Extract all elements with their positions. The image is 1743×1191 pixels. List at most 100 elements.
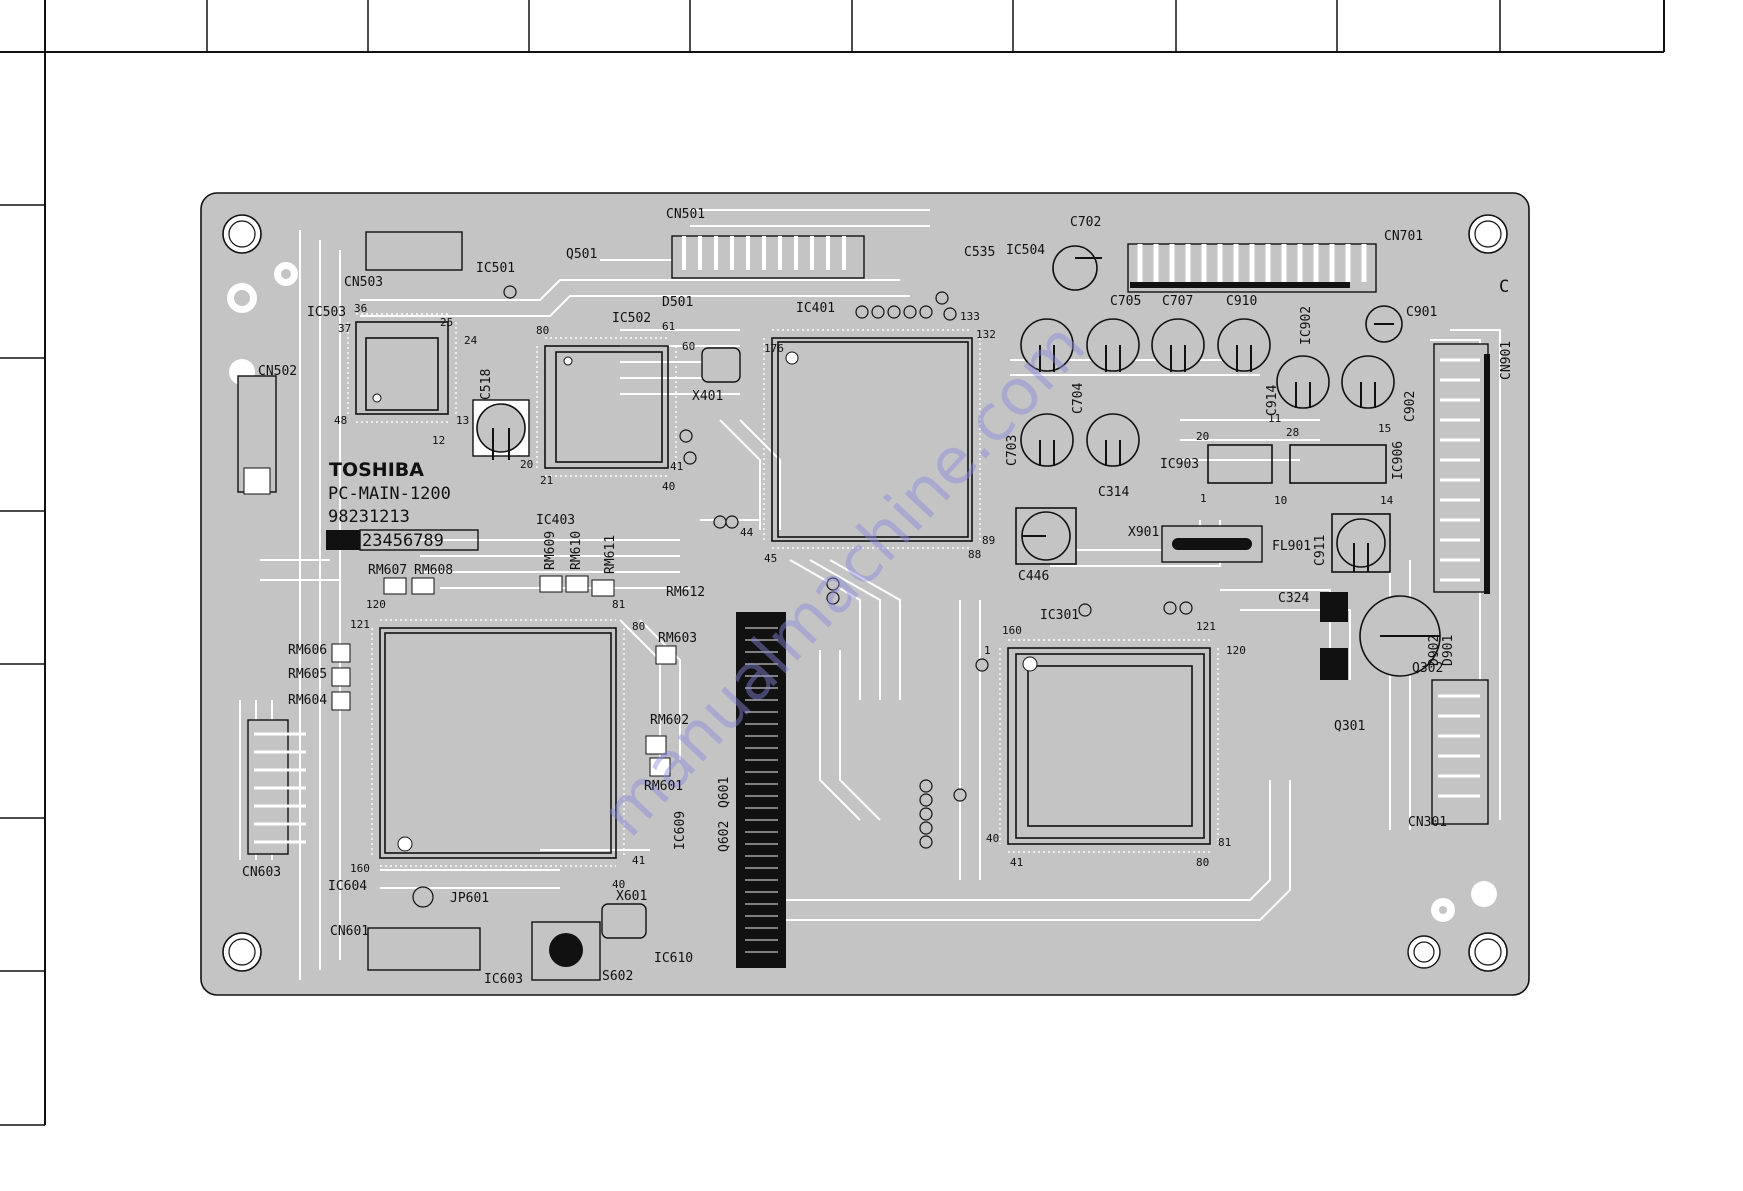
label-x901: X901 — [1128, 525, 1159, 540]
label-x401: X401 — [692, 389, 723, 404]
capacitor-c902 — [1341, 355, 1395, 409]
connectors — [237, 231, 1490, 971]
svg-text:176: 176 — [764, 342, 784, 355]
label-c705: C705 — [1110, 294, 1141, 309]
label-ic403: IC403 — [536, 513, 575, 528]
label-c703: C703 — [1005, 435, 1020, 466]
label-ic301: IC301 — [1040, 608, 1079, 623]
label-c702: C702 — [1070, 215, 1101, 230]
connector-cn301 — [1431, 679, 1489, 825]
label-c914: C914 — [1265, 385, 1280, 416]
drawing-frame — [0, 0, 1665, 1126]
label-c446: C446 — [1018, 569, 1049, 584]
svg-text:48: 48 — [334, 414, 347, 427]
svg-text:40: 40 — [612, 878, 625, 891]
svg-text:120: 120 — [366, 598, 386, 611]
label-d902: D902 — [1427, 635, 1442, 666]
label-d501: D501 — [662, 295, 693, 310]
svg-text:80: 80 — [632, 620, 645, 633]
label-c911: C911 — [1313, 535, 1328, 566]
pin-numbers: 36 37 25 24 48 13 12 80 61 60 41 40 21 2… — [334, 302, 1394, 891]
label-ic501: IC501 — [476, 261, 515, 276]
label-c704: C704 — [1071, 383, 1086, 414]
label-c518: C518 — [479, 369, 494, 400]
crystal-x401 — [701, 347, 741, 383]
svg-text:21: 21 — [540, 474, 553, 487]
electrolytic-capacitors — [472, 245, 1441, 680]
svg-text:41: 41 — [632, 854, 645, 867]
small-components — [326, 285, 1263, 981]
svg-text:20: 20 — [520, 458, 533, 471]
label-ic609: IC609 — [673, 811, 688, 850]
svg-text:88: 88 — [968, 548, 981, 561]
capacitor-c702 — [1052, 245, 1102, 291]
svg-text:37: 37 — [338, 322, 351, 335]
svg-text:121: 121 — [350, 618, 370, 631]
svg-text:24: 24 — [464, 334, 478, 347]
svg-text:15: 15 — [1378, 422, 1391, 435]
label-q501: Q501 — [566, 247, 597, 262]
reference-designators: CN501 CN502 CN503 CN601 CN603 CN701 CN90… — [242, 207, 1514, 987]
pcb-board — [200, 192, 1530, 996]
label-rm606: RM606 — [288, 643, 327, 658]
label-c535: C535 — [964, 245, 995, 260]
label-ic906: IC906 — [1391, 441, 1406, 480]
connector-cn601 — [367, 927, 481, 971]
crystal-x601 — [601, 903, 647, 939]
label-c324: C324 — [1278, 591, 1309, 606]
label-rm609: RM609 — [543, 531, 558, 570]
ic-packages — [347, 313, 1387, 867]
label-c314: C314 — [1098, 485, 1129, 500]
svg-text:44: 44 — [740, 526, 754, 539]
label-s602: S602 — [602, 969, 633, 984]
capacitor-c901 — [1365, 305, 1403, 343]
svg-text:28: 28 — [1286, 426, 1299, 439]
label-q601: Q601 — [717, 777, 732, 808]
capacitor-c914 — [1276, 355, 1330, 409]
brand-label: TOSHIBA — [329, 459, 424, 481]
label-ic610: IC610 — [654, 951, 693, 966]
connector-cn501 — [671, 235, 865, 279]
svg-text:11: 11 — [1268, 412, 1281, 425]
capacitor-c446 — [1015, 507, 1077, 565]
label-ic903: IC903 — [1160, 457, 1199, 472]
label-cn502: CN502 — [258, 364, 297, 379]
part-number-label: 98231213 — [328, 507, 410, 527]
label-jp601: JP601 — [450, 891, 489, 906]
svg-text:1: 1 — [984, 644, 991, 657]
label-rm607: RM607 — [368, 563, 407, 578]
label-c707: C707 — [1162, 294, 1193, 309]
svg-text:160: 160 — [350, 862, 370, 875]
svg-text:36: 36 — [354, 302, 367, 315]
model-label: PC-MAIN-1200 — [328, 484, 451, 504]
corner-mark: C — [1499, 277, 1509, 297]
svg-text:40: 40 — [662, 480, 675, 493]
label-d901: D901 — [1441, 635, 1456, 666]
connector-cn503 — [365, 231, 463, 271]
svg-text:41: 41 — [1010, 856, 1023, 869]
connector-cn502 — [237, 375, 277, 495]
label-ic502: IC502 — [612, 311, 651, 326]
svg-text:89: 89 — [982, 534, 995, 547]
svg-text:14: 14 — [1380, 494, 1394, 507]
label-c910: C910 — [1226, 294, 1257, 309]
connector-cn701 — [1127, 243, 1377, 293]
label-x601: X601 — [616, 889, 647, 904]
label-rm602: RM602 — [650, 713, 689, 728]
svg-text:80: 80 — [536, 324, 549, 337]
svg-text:1: 1 — [1200, 492, 1207, 505]
capacitor-c707 — [1151, 318, 1205, 372]
svg-text:45: 45 — [764, 552, 777, 565]
svg-text:41: 41 — [670, 460, 683, 473]
connector-cn901 — [1433, 343, 1490, 594]
label-q302: Q302 — [1412, 661, 1443, 676]
label-rm608: RM608 — [414, 563, 453, 578]
svg-text:13: 13 — [456, 414, 469, 427]
label-fl901: FL901 — [1272, 539, 1311, 554]
svg-text:121: 121 — [1196, 620, 1216, 633]
label-cn301: CN301 — [1408, 815, 1447, 830]
svg-text:120: 120 — [1226, 644, 1246, 657]
label-q301: Q301 — [1334, 719, 1365, 734]
label-ic503: IC503 — [307, 305, 346, 320]
